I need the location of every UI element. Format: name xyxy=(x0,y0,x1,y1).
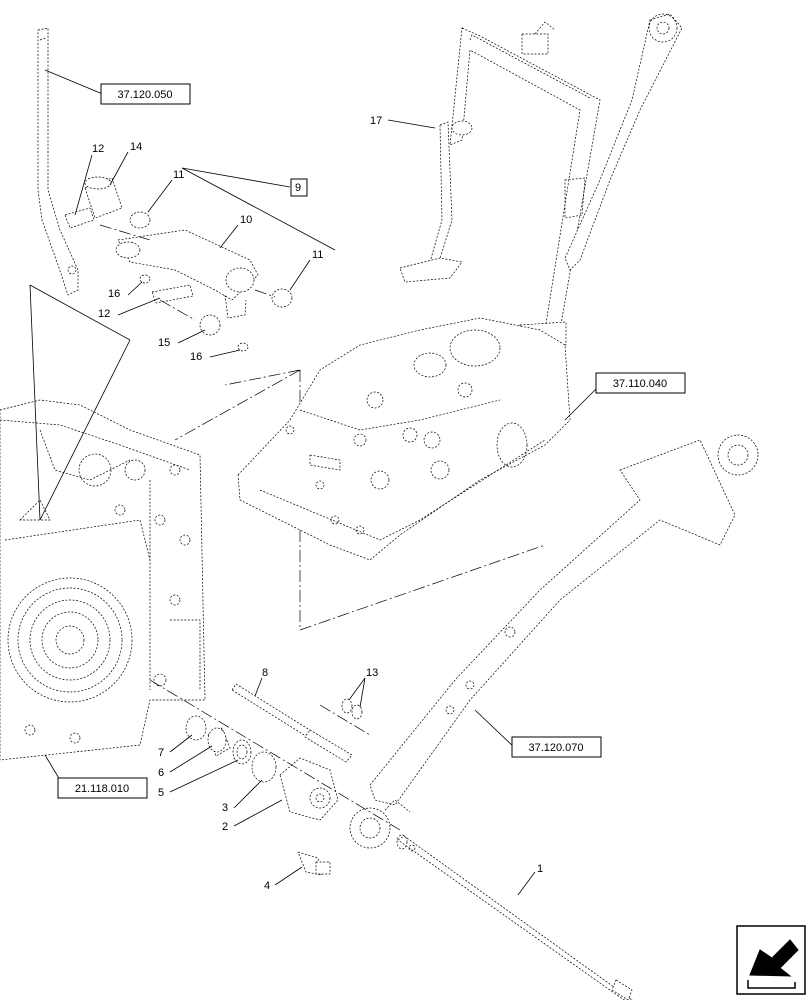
callout-11-right[interactable]: 11 xyxy=(312,249,323,261)
ref-label-37-110-040: 37.110.040 xyxy=(613,378,667,390)
lift-arm-left xyxy=(37,27,79,296)
callout-11-upper[interactable]: 11 xyxy=(173,169,184,181)
callout-7[interactable]: 7 xyxy=(158,747,164,759)
lower-shaft-assembly xyxy=(185,683,633,1000)
callout-12-lower[interactable]: 12 xyxy=(98,308,110,320)
callout-6[interactable]: 6 xyxy=(158,767,164,779)
callout-5[interactable]: 5 xyxy=(158,787,164,799)
pointer-line xyxy=(29,284,131,521)
callout-9[interactable]: 9 xyxy=(295,182,301,194)
callout-box-9[interactable] xyxy=(290,178,308,197)
callout-16-lower[interactable]: 16 xyxy=(190,351,202,363)
callout-12-upper[interactable]: 12 xyxy=(92,143,104,155)
ref-box-21-118-010[interactable] xyxy=(57,777,148,799)
transmission-housing xyxy=(0,399,206,761)
callout-4[interactable]: 4 xyxy=(264,880,270,892)
rockshaft-lever-assembly xyxy=(64,176,293,352)
callout-1[interactable]: 1 xyxy=(537,863,543,875)
ref-box-37-120-070[interactable] xyxy=(511,736,602,758)
callout-15[interactable]: 15 xyxy=(158,337,170,349)
callout-14[interactable]: 14 xyxy=(130,141,142,153)
ref-label-37-120-070: 37.120.070 xyxy=(528,742,583,754)
callout-10[interactable]: 10 xyxy=(240,214,252,226)
callout-17[interactable]: 17 xyxy=(370,115,382,127)
upper-link-bracket xyxy=(399,21,601,346)
ref-box-37-120-050[interactable] xyxy=(100,83,191,105)
callout-13[interactable]: 13 xyxy=(366,667,378,679)
shaft-axis-line xyxy=(149,679,401,831)
callout-3[interactable]: 3 xyxy=(222,802,228,814)
callout-leaders xyxy=(74,119,536,896)
callout-numbers: 12 14 11 9 10 11 16 12 15 16 17 8 13 7 6… xyxy=(92,115,543,892)
callout-16-upper[interactable]: 16 xyxy=(108,288,120,300)
ref-label-21-118-010: 21.118.010 xyxy=(75,783,129,795)
hydraulic-lift-cover xyxy=(237,317,571,561)
ref-label-37-120-050: 37.120.050 xyxy=(117,89,172,101)
group-bracket-9 xyxy=(181,167,336,251)
callout-2[interactable]: 2 xyxy=(222,821,228,833)
lift-rod-right xyxy=(564,13,683,271)
previous-page-arrow-icon[interactable] xyxy=(736,925,806,995)
ref-box-37-110-040[interactable] xyxy=(595,372,686,394)
callout-8[interactable]: 8 xyxy=(262,667,268,679)
